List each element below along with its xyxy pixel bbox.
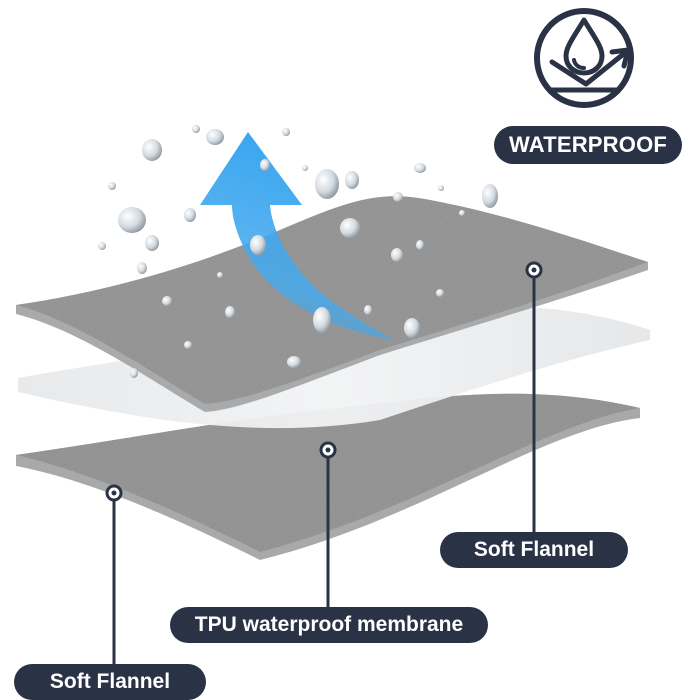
leader-bottom-flannel: [105, 484, 123, 664]
tpu-membrane-label: TPU waterproof membrane: [170, 607, 488, 643]
upward-arrow-icon: [200, 132, 395, 340]
top-flannel-label: Soft Flannel: [440, 532, 628, 568]
water-drop-arrow-icon: [534, 8, 634, 108]
leader-tpu-membrane: [319, 441, 337, 607]
bottom-flannel-label: Soft Flannel: [14, 664, 206, 700]
waterproof-badge-label: WATERPROOF: [494, 126, 682, 164]
water-droplets: [98, 125, 498, 378]
leader-top-flannel: [525, 261, 543, 532]
